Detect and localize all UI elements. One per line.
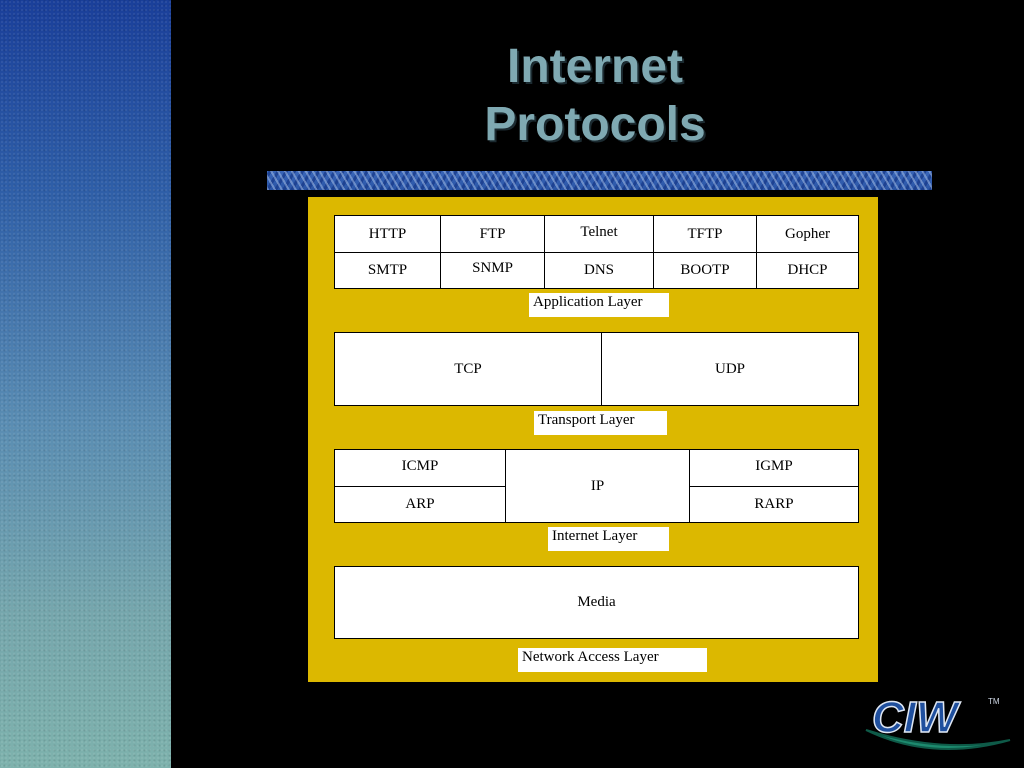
protocol-rarp: RARP: [754, 496, 794, 512]
transport-col-divider: [601, 333, 602, 405]
protocol-icmp: ICMP: [401, 457, 439, 474]
application-layer-box: HTTP FTP Telnet TFTP Gopher SMTP SNMP DN…: [334, 215, 859, 289]
ciw-logo: CIW TM: [862, 690, 1014, 752]
internet-col-divider: [505, 450, 506, 522]
protocol-snmp: SNMP: [472, 260, 513, 276]
ciw-logo-graphic: CIW TM: [865, 692, 1011, 750]
protocol-http: HTTP: [368, 225, 407, 242]
protocol-tftp: TFTP: [687, 225, 723, 242]
protocol-smtp: SMTP: [367, 262, 408, 278]
internet-row-divider-right: [689, 486, 858, 487]
protocol-bootp: BOOTP: [680, 262, 730, 278]
protocol-dns: DNS: [583, 262, 614, 278]
application-col-divider: [440, 216, 441, 288]
protocol-dhcp: DHCP: [787, 262, 828, 278]
protocol-diagram-panel: HTTP FTP Telnet TFTP Gopher SMTP SNMP DN…: [308, 197, 878, 682]
protocol-gopher: Gopher: [785, 225, 830, 242]
decorative-divider: [267, 171, 932, 190]
network-access-layer-box: Media: [334, 566, 859, 639]
internet-layer-label: Internet Layer: [548, 527, 669, 551]
internet-layer-box: ICMP ARP IP IGMP RARP: [334, 449, 859, 523]
protocol-telnet: Telnet: [580, 223, 618, 240]
network-access-layer-label: Network Access Layer: [518, 648, 707, 672]
application-row-divider: [335, 252, 858, 253]
application-col-divider: [653, 216, 654, 288]
application-layer-label: Application Layer: [529, 293, 669, 317]
protocol-ftp: FTP: [479, 225, 506, 242]
protocol-tcp: TCP: [454, 360, 482, 377]
sidebar-texture: [0, 0, 171, 768]
application-col-divider: [544, 216, 545, 288]
slide-title: Internet Protocols: [400, 38, 790, 154]
protocol-ip: IP: [590, 477, 605, 494]
protocol-igmp: IGMP: [755, 457, 793, 474]
protocol-udp: UDP: [714, 360, 745, 377]
protocol-arp: ARP: [405, 496, 435, 512]
media-cell: Media: [577, 594, 616, 610]
transport-layer-box: TCP UDP: [334, 332, 859, 406]
ciw-logo-text: CIW: [872, 693, 961, 742]
slide-title-line1: Internet: [506, 40, 683, 93]
slide-title-line2: Protocols: [484, 98, 706, 151]
transport-layer-label: Transport Layer: [534, 411, 667, 435]
trademark-mark: TM: [988, 697, 1000, 706]
application-col-divider: [756, 216, 757, 288]
internet-row-divider-left: [335, 486, 505, 487]
